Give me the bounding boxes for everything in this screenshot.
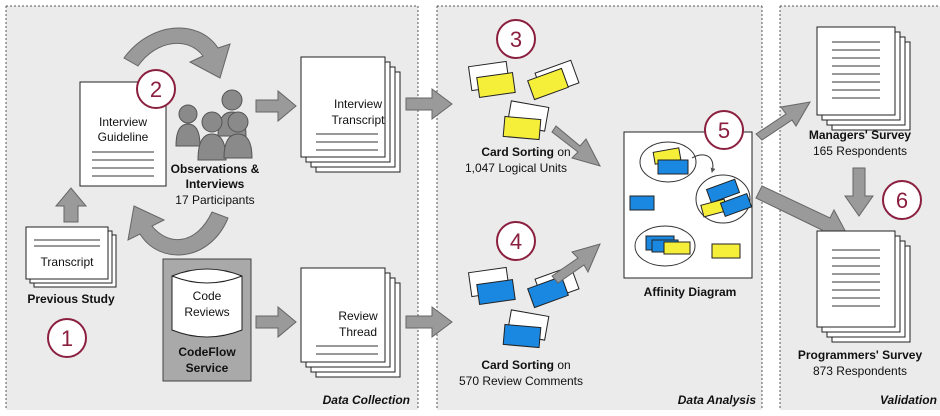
participants-people-icon <box>175 89 253 161</box>
observations-label-line2: Interviews <box>186 177 245 191</box>
step-4-marker: 4 <box>496 221 536 261</box>
arrow-to-interview-transcript <box>255 89 297 123</box>
affinity-diagram-board <box>623 131 753 279</box>
card-sorting-top-label: Card Sorting on <box>481 145 570 159</box>
step-5-number: 5 <box>718 118 730 143</box>
review-thread-line1: Review <box>338 309 378 323</box>
step-2-number: 2 <box>150 77 162 102</box>
codeflow-service-box: Code Reviews CodeFlow Service <box>162 258 252 382</box>
step-2-marker: 2 <box>136 69 176 109</box>
guideline-title-line1: Interview <box>99 115 147 129</box>
arrow-to-review-thread <box>255 305 297 339</box>
transcript-label: Transcript <box>41 255 95 269</box>
step-3-number: 3 <box>510 27 522 52</box>
data-collection-section-label: Data Collection <box>323 393 410 407</box>
guideline-title-line2: Guideline <box>98 130 149 144</box>
arrow-cards-to-affinity-bottom <box>551 243 601 284</box>
logical-units-count: 1,047 Logical Units <box>465 161 567 175</box>
code-reviews-line2: Reviews <box>184 305 229 319</box>
interview-transcript-stack: Interview Transcript <box>300 56 401 173</box>
review-thread-line2: Thread <box>339 325 377 339</box>
managers-respondents: 165 Respondents <box>813 144 907 158</box>
step-5-marker: 5 <box>704 110 744 150</box>
step-4-number: 4 <box>510 229 522 254</box>
cycle-arrow-bottom <box>127 205 229 256</box>
step-3-marker: 3 <box>496 19 536 59</box>
arrow-managers-to-programmers <box>844 167 874 217</box>
card-pile-blue <box>467 265 580 349</box>
observations-label-line1: Observations & <box>171 162 260 176</box>
interview-transcript-line2: Transcript <box>332 113 386 127</box>
affinity-diagram-label: Affinity Diagram <box>644 285 737 299</box>
codeflow-label-line1: CodeFlow <box>178 345 236 359</box>
step-6-marker: 6 <box>882 180 922 220</box>
arrow-to-managers-survey <box>755 101 811 141</box>
review-thread-stack: Review Thread <box>300 267 401 378</box>
step-6-number: 6 <box>896 188 908 213</box>
review-comments-count: 570 Review Comments <box>459 374 583 388</box>
participants-count: 17 Participants <box>175 193 254 207</box>
programmers-respondents: 873 Respondents <box>813 364 907 378</box>
card-sorting-bottom-label: Card Sorting on <box>481 358 570 372</box>
arrow-to-card-sorting-bottom <box>405 306 453 338</box>
step-1-marker: 1 <box>47 318 87 358</box>
step-1-number: 1 <box>61 326 73 351</box>
arrow-to-card-sorting-top <box>405 88 453 120</box>
managers-survey-stack <box>816 26 911 131</box>
previous-study-label: Previous Study <box>27 292 115 306</box>
arrow-cards-to-affinity-top <box>551 125 601 167</box>
code-reviews-line1: Code <box>193 289 222 303</box>
validation-section-label: Validation <box>880 393 937 407</box>
arrow-transcript-to-guideline <box>54 187 88 223</box>
codeflow-label-line2: Service <box>186 361 229 375</box>
card-pile-yellow <box>467 59 580 141</box>
cycle-arrow-top <box>123 27 231 79</box>
data-analysis-section-label: Data Analysis <box>678 393 757 407</box>
transcript-document-stack: Transcript <box>25 226 117 288</box>
programmers-survey-label: Programmers' Survey <box>798 348 923 362</box>
interview-transcript-line1: Interview <box>334 97 382 111</box>
managers-survey-label: Managers' Survey <box>809 128 912 142</box>
programmers-survey-stack <box>816 230 911 343</box>
